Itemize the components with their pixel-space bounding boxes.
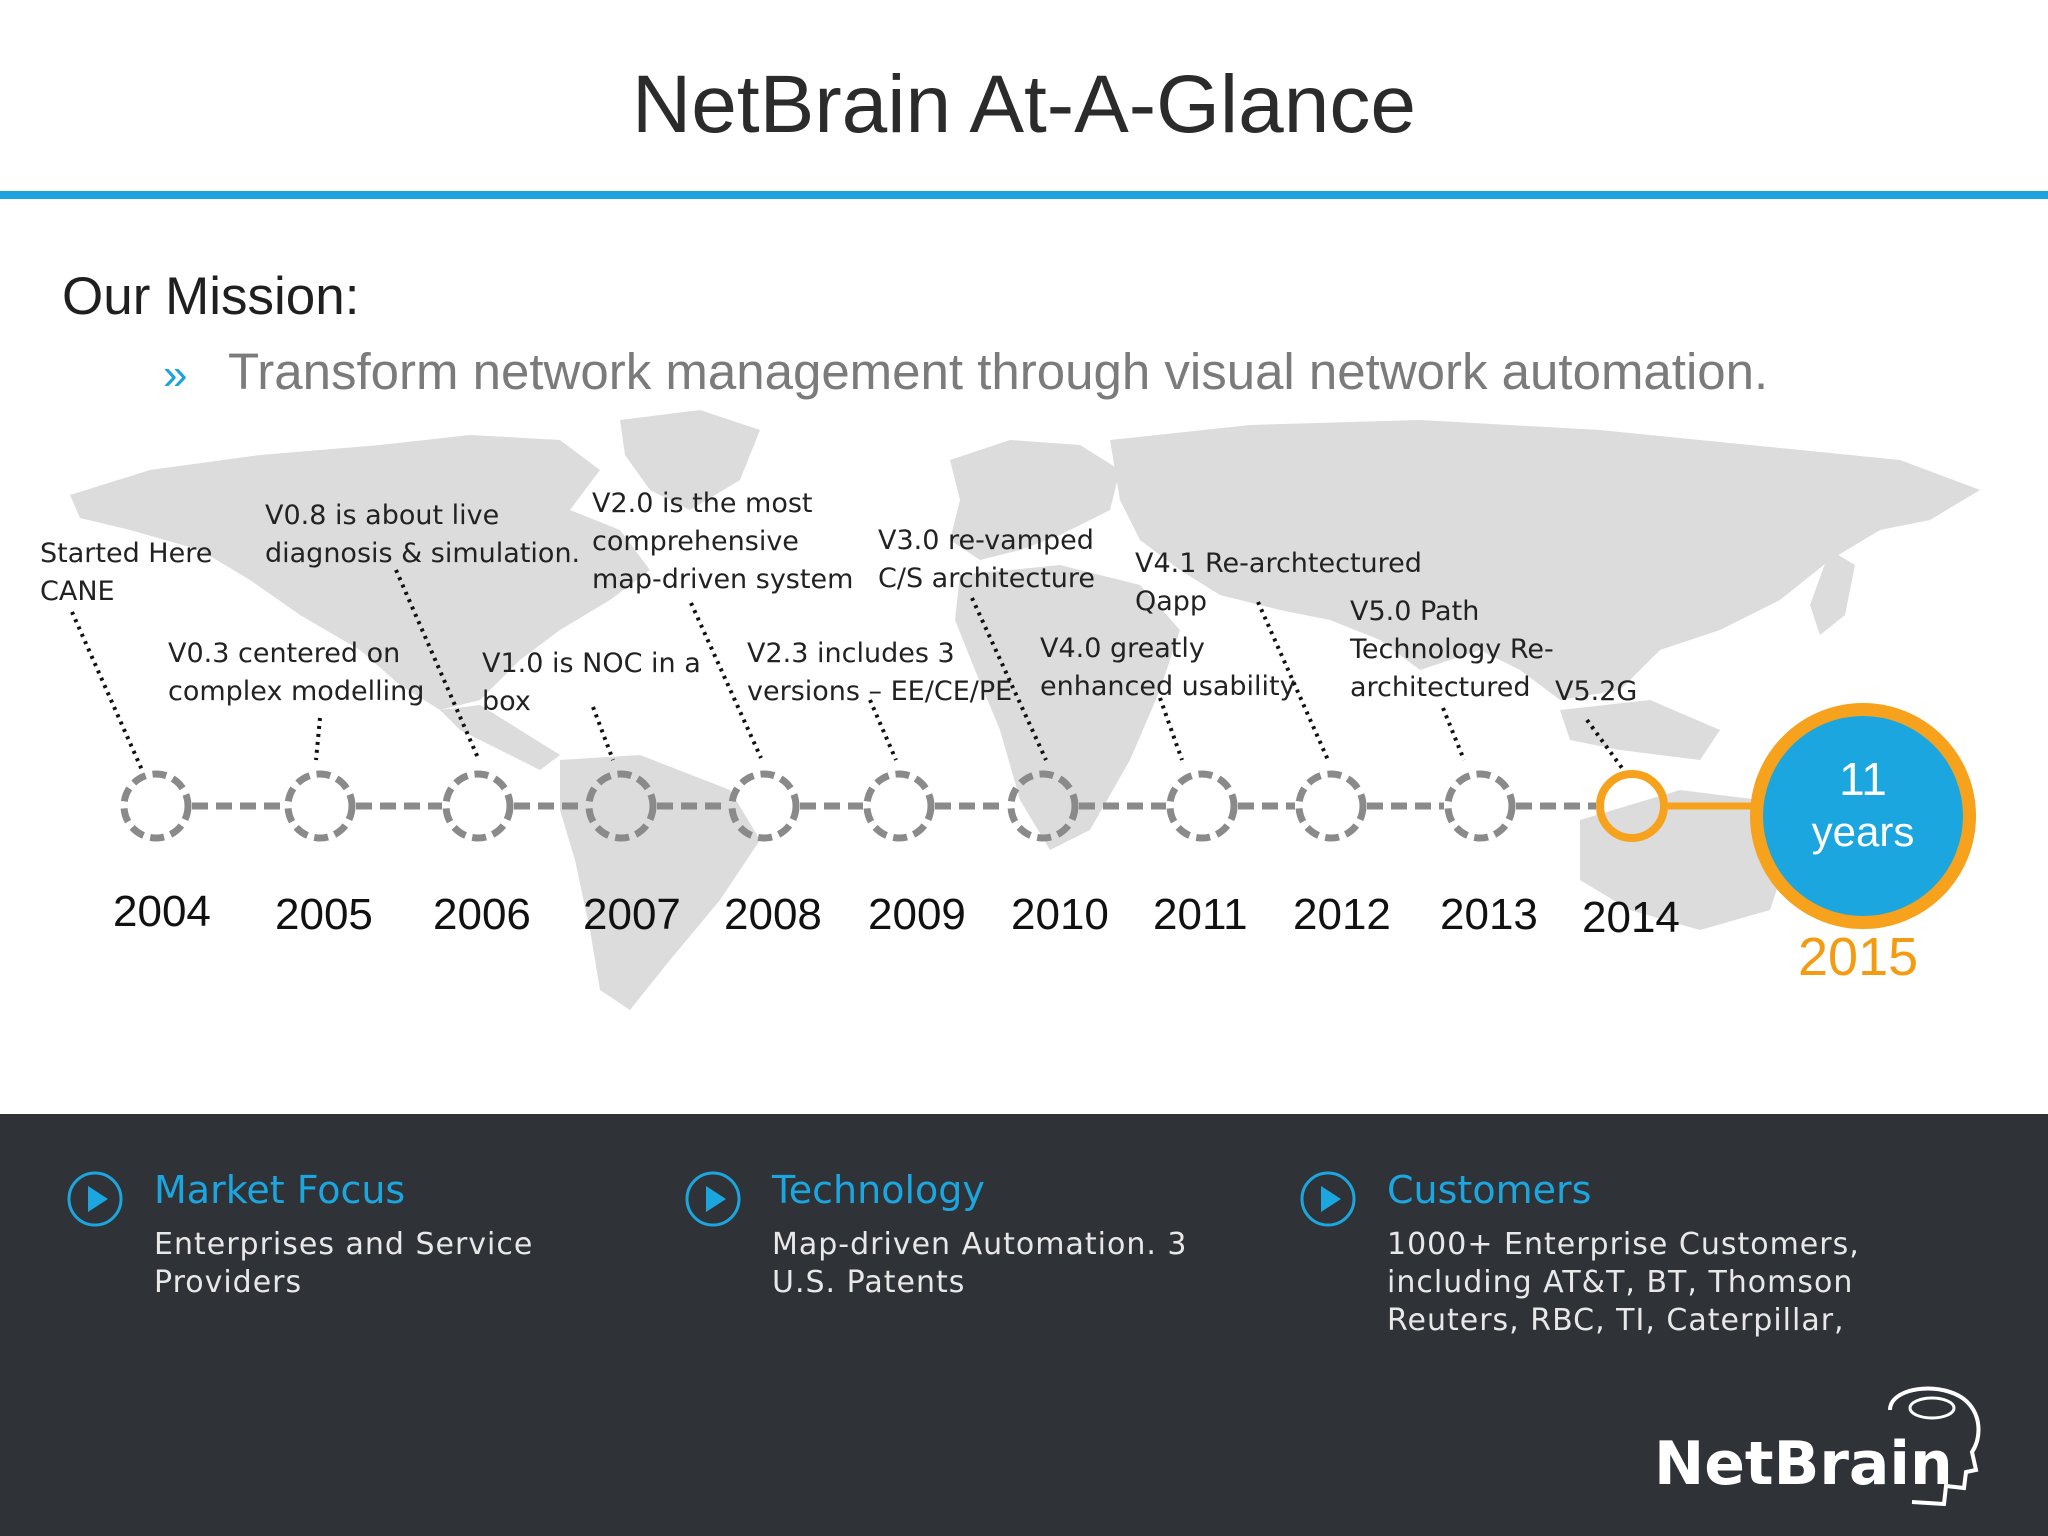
year-label: 2007 <box>583 890 681 939</box>
final-year: 2015 <box>1798 927 1919 987</box>
leader-line <box>394 569 480 759</box>
title-divider <box>0 191 2048 199</box>
market-focus-heading: Market Focus <box>154 1168 406 1212</box>
timeline-node <box>585 770 657 842</box>
milestone-label-line: Qapp <box>1135 586 1208 617</box>
text-line: Map-driven Automation. 3 <box>772 1227 1188 1262</box>
milestone-label-line: V1.0 is NOC in a <box>482 648 701 679</box>
milestone-label-line: V4.1 Re-archtectured <box>1135 548 1422 579</box>
leader-line <box>1585 718 1624 770</box>
milestone-label-line: Started Here <box>40 538 213 569</box>
milestone-label-line: V3.0 re-vamped <box>878 525 1094 556</box>
milestone-label: V1.0 is NOC in a box <box>482 645 701 721</box>
milestone-label-line: versions – EE/CE/PE <box>747 676 1013 707</box>
leader-line <box>314 717 322 761</box>
text-line: Enterprises and Service <box>154 1227 534 1262</box>
timeline-node <box>863 770 935 842</box>
year-label: 2006 <box>433 890 531 939</box>
customers-heading: Customers <box>1387 1168 1592 1212</box>
year-label: 2009 <box>868 890 966 939</box>
milestone-label-line: diagnosis & simulation. <box>265 538 581 569</box>
year-label: 2005 <box>275 890 373 939</box>
year-label: 2011 <box>1153 890 1248 939</box>
market-focus-text: Enterprises and Service Providers <box>154 1226 533 1302</box>
leader-line <box>1158 697 1184 761</box>
leader-line <box>591 706 615 761</box>
mission-bullet-icon: » <box>163 350 188 399</box>
timeline-node <box>1166 770 1238 842</box>
milestone-label-line: V4.0 greatly <box>1040 633 1205 664</box>
timeline-node <box>728 770 800 842</box>
milestone-label-line: V0.3 centered on <box>168 638 401 669</box>
milestone-label-line: comprehensive <box>592 526 799 557</box>
badge-unit: years <box>1811 808 1915 855</box>
world-map-image <box>70 410 1980 1010</box>
footer-band <box>0 1114 2048 1536</box>
milestone-label-line: architectured <box>1350 672 1531 703</box>
leader-line <box>1256 601 1330 761</box>
year-label: 2013 <box>1440 890 1538 939</box>
milestone-label-line: map-driven system <box>592 564 854 595</box>
milestone-label-line: Technology Re- <box>1350 634 1554 665</box>
milestone-label-line: complex modelling <box>168 676 425 707</box>
netbrain-logo: NetBrain <box>1654 1386 1981 1507</box>
text-line: 1000+ Enterprise Customers, <box>1387 1227 1860 1262</box>
timeline-node <box>1295 770 1367 842</box>
timeline-graphic <box>70 569 1752 842</box>
milestone-label-line: V0.8 is about live <box>265 500 500 531</box>
mission-heading: Our Mission: <box>62 267 360 326</box>
leader-line <box>70 611 144 771</box>
leader-line <box>1441 707 1466 761</box>
text-line: Providers <box>154 1265 303 1300</box>
milestone-label-line: box <box>482 686 531 717</box>
slide-title: NetBrain At-A-Glance <box>632 59 1416 150</box>
timeline-node <box>1007 770 1079 842</box>
timeline-nodes <box>120 770 1668 842</box>
year-label: 2008 <box>724 890 822 939</box>
milestone-label: V2.0 is the most comprehensive map-driven … <box>592 485 853 599</box>
text-line: Reuters, RBC, TI, Caterpillar, <box>1387 1303 1845 1338</box>
timeline-node <box>1444 770 1516 842</box>
timeline-leader-lines <box>70 569 1624 771</box>
play-icon <box>685 1171 741 1227</box>
text-line: U.S. Patents <box>772 1265 966 1300</box>
logo-text: NetBrain <box>1654 1429 1953 1499</box>
leader-line <box>868 699 898 761</box>
customers-text: 1000+ Enterprise Customers, including AT… <box>1387 1226 1860 1340</box>
years-badge: 11 years <box>1750 703 1976 929</box>
milestone-label: V2.3 includes 3 versions – EE/CE/PE <box>747 635 1012 711</box>
text-line: including AT&T, BT, Thomson <box>1387 1265 1854 1300</box>
technology-text: Map-driven Automation. 3 U.S. Patents <box>772 1226 1188 1302</box>
technology-heading: Technology <box>772 1168 985 1212</box>
year-label: 2012 <box>1293 890 1391 939</box>
milestone-label-line: V2.3 includes 3 <box>747 638 955 669</box>
mission-text: Transform network management through vis… <box>228 343 1769 400</box>
badge-number: 11 <box>1839 753 1887 805</box>
timeline-node <box>1596 770 1668 842</box>
year-label: 2004 <box>113 887 211 936</box>
milestone-label-line: V5.2G <box>1555 676 1638 707</box>
timeline-node <box>284 770 356 842</box>
milestone-label: V0.8 is about live diagnosis & simulation… <box>265 497 580 573</box>
timeline-node <box>120 770 192 842</box>
milestone-label-line: V5.0 Path <box>1350 596 1480 627</box>
milestone-label: V5.2G <box>1555 673 1637 711</box>
milestone-label-line: CANE <box>40 576 115 607</box>
timeline-node <box>442 770 514 842</box>
milestone-label: V0.3 centered on complex modelling <box>168 635 424 711</box>
year-label: 2010 <box>1011 890 1109 939</box>
play-icon <box>67 1171 123 1227</box>
leader-line <box>970 597 1048 761</box>
play-icon <box>1300 1171 1356 1227</box>
milestone-label: V4.0 greatly enhanced usability <box>1040 630 1296 706</box>
milestone-label-line: V2.0 is the most <box>592 488 813 519</box>
year-label: 2014 <box>1582 893 1680 942</box>
milestone-label-line: C/S architecture <box>878 563 1096 594</box>
milestone-label-line: enhanced usability <box>1040 671 1296 702</box>
